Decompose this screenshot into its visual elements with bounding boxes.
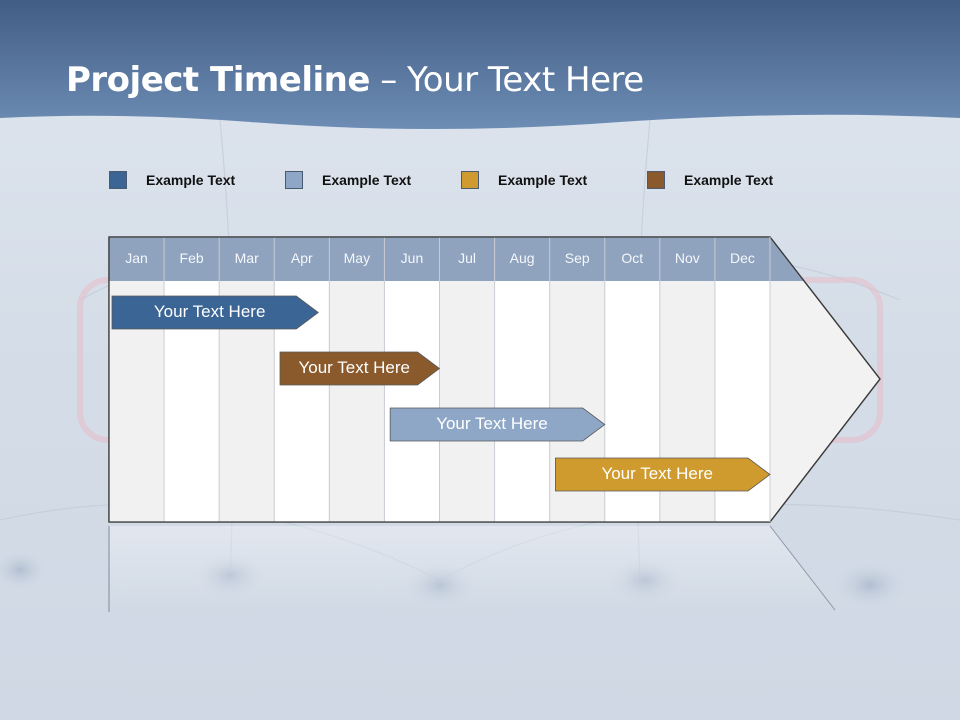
- task-bar-4: [555, 457, 771, 492]
- title-bold: Project Timeline: [66, 60, 370, 100]
- task-bar-label: Your Text Here: [436, 414, 548, 433]
- month-label-jan: Jan: [125, 250, 148, 266]
- month-header-cell: [549, 237, 605, 281]
- legend-label: Example Text: [322, 172, 412, 188]
- month-column: [439, 281, 495, 522]
- task-bar-label: Your Text Here: [153, 302, 266, 321]
- month-label-oct: Oct: [621, 250, 644, 266]
- timeline-reflection: [109, 526, 835, 612]
- task-bar-2: [279, 351, 441, 386]
- reflection-edge: [769, 525, 836, 611]
- month-header-cell: [219, 237, 275, 281]
- legend-label: Example Text: [146, 172, 236, 188]
- month-label-nov: Nov: [674, 250, 700, 266]
- month-header-cell: [274, 237, 330, 281]
- month-label-feb: Feb: [179, 250, 204, 266]
- month-label-apr: Apr: [290, 250, 313, 266]
- legend-swatch: [109, 171, 127, 189]
- month-header-cell: [329, 237, 385, 281]
- task-bar-label: Your Text Here: [298, 358, 410, 377]
- month-column: [494, 281, 550, 522]
- legend-swatch: [461, 171, 479, 189]
- task-bar-1: [111, 295, 319, 330]
- task-bar-label: Your Text Here: [601, 464, 713, 483]
- legend-swatch: [647, 171, 665, 189]
- timeline-outline: [108, 236, 881, 523]
- month-label-jul: Jul: [458, 250, 476, 266]
- month-label-dec: Dec: [729, 250, 755, 266]
- legend-swatch: [285, 171, 303, 189]
- title-banner: [0, 0, 960, 129]
- legend-label: Example Text: [498, 172, 588, 188]
- month-header-cell: [384, 237, 440, 281]
- month-label-aug: Aug: [509, 250, 535, 266]
- legend-label: Example Text: [684, 172, 774, 188]
- task-bar-3: [389, 407, 606, 442]
- month-header-cell: [714, 237, 770, 281]
- month-column: [384, 281, 440, 522]
- month-header-cell: [439, 237, 495, 281]
- month-label-jun: Jun: [400, 250, 424, 266]
- month-label-may: May: [343, 250, 371, 266]
- page-title: Project Timeline – Your Text Here: [66, 60, 644, 100]
- month-label-sep: Sep: [564, 250, 590, 266]
- month-header-cell: [659, 237, 715, 281]
- title-rest: – Your Text Here: [369, 60, 644, 100]
- month-column: [329, 281, 385, 522]
- month-label-mar: Mar: [234, 250, 259, 266]
- month-header-cell: [164, 237, 220, 281]
- month-header-cell: [109, 237, 165, 281]
- month-header-cell: [604, 237, 660, 281]
- month-header-cell: [494, 237, 550, 281]
